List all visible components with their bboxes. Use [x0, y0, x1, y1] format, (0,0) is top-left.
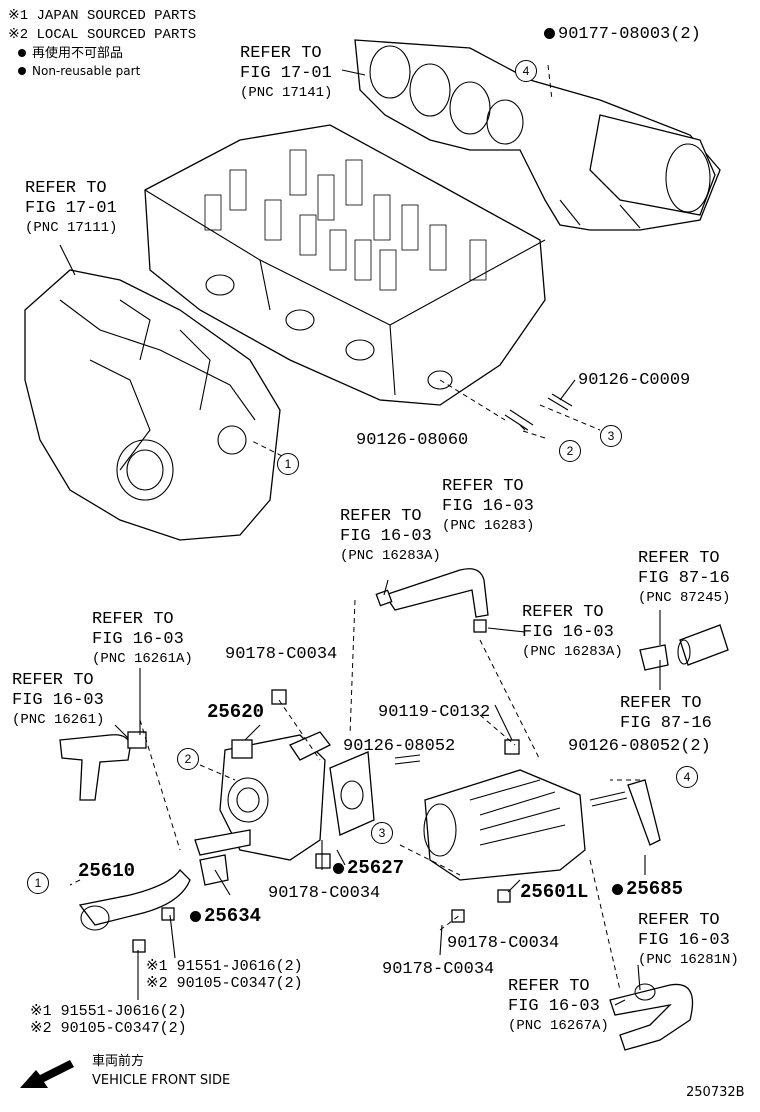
figure-id: 250732B [686, 1085, 745, 1100]
ref-hose-16261-l2[interactable]: FIG 16-03 [12, 691, 104, 710]
part-90105-c0347-lower[interactable]: ※2 90105-C0347(2) [30, 1020, 187, 1037]
part-91551-j0616-lower[interactable]: ※1 91551-J0616(2) [30, 1003, 187, 1020]
ref-hose-16261-l1[interactable]: REFER TO [12, 671, 94, 690]
part-90178-c0034-mid[interactable]: 90178-C0034 [268, 884, 381, 903]
ref-clamp-16283a-2-l3[interactable]: (PNC 16283A) [522, 644, 623, 660]
ref-clamp-16283a-l3[interactable]: (PNC 16283A) [340, 548, 441, 564]
cylinder-head-illustration [144, 124, 546, 406]
legend-nonreusable-en-text: Non-reusable part [32, 64, 141, 78]
ref-clamp-16267a-l2[interactable]: FIG 16-03 [508, 997, 600, 1016]
ref-clamp-16283a-l1[interactable]: REFER TO [340, 507, 422, 526]
stud-bolts-illustration [504, 393, 573, 431]
legend-local-sourced: ※2 LOCAL SOURCED PARTS [8, 27, 197, 43]
ref-clamp-16283a-2-l1[interactable]: REFER TO [522, 603, 604, 622]
part-25601l[interactable]: 25601L [520, 881, 589, 903]
egr-valve-illustration [194, 689, 331, 869]
ref-clamp-16283a-2-l2[interactable]: FIG 16-03 [522, 623, 614, 642]
ref-clamp-87-16-l2[interactable]: FIG 87-16 [620, 714, 712, 733]
ref-clamp-16283a-l2[interactable]: FIG 16-03 [340, 527, 432, 546]
exhaust-manifold-illustration [354, 39, 721, 231]
nonreusable-marker-icon [18, 49, 26, 57]
part-90178-c0034-top[interactable]: 90178-C0034 [225, 645, 338, 664]
hoses-illustration [59, 568, 729, 1051]
vehicle-front-label-en: VEHICLE FRONT SIDE [92, 1073, 231, 1088]
legend-nonreusable-en: Non-reusable part [18, 65, 140, 77]
part-25634-label: 25634 [204, 905, 262, 927]
part-90178-c0034-bottom[interactable]: 90178-C0034 [382, 960, 495, 979]
part-90177-08003-label: 90177-08003(2) [558, 25, 701, 44]
ref-hose-87245-l3[interactable]: (PNC 87245) [638, 590, 731, 606]
part-90126-08052-2[interactable]: 90126-08052(2) [568, 737, 711, 756]
callout-3-upper: 3 [600, 425, 622, 447]
ref-clamp-87-16-l1[interactable]: REFER TO [620, 694, 702, 713]
ref-clamp-16261a-l2[interactable]: FIG 16-03 [92, 630, 184, 649]
ref-exhaust-manifold-l3[interactable]: (PNC 17141) [240, 85, 333, 101]
callout-2-upper: 2 [559, 440, 581, 462]
part-90177-08003[interactable]: 90177-08003(2) [544, 26, 701, 43]
part-91551-j0616-upper[interactable]: ※1 91551-J0616(2) [146, 958, 303, 975]
part-90178-c0034-right[interactable]: 90178-C0034 [447, 934, 560, 953]
callout-2-lower: 2 [177, 748, 199, 770]
legend-nonreusable-jp: 再使用不可部品 [18, 47, 123, 60]
ref-exhaust-manifold-l1[interactable]: REFER TO [240, 44, 322, 63]
part-25610[interactable]: 25610 [78, 860, 136, 882]
ref-intake-manifold-l3[interactable]: (PNC 17111) [25, 220, 118, 236]
part-90126-08052[interactable]: 90126-08052 [343, 737, 456, 756]
part-25685[interactable]: 25685 [612, 880, 683, 899]
ref-clamp-16267a-l1[interactable]: REFER TO [508, 977, 590, 996]
nonreusable-marker-icon [612, 884, 623, 895]
nonreusable-marker-icon [190, 911, 201, 922]
callout-4-upper: 4 [515, 60, 537, 82]
ref-hose-87245-l1[interactable]: REFER TO [638, 549, 720, 568]
part-90126-08060[interactable]: 90126-08060 [356, 431, 469, 450]
ref-hose-16283-l1[interactable]: REFER TO [442, 477, 524, 496]
ref-exhaust-manifold-l2[interactable]: FIG 17-01 [240, 64, 332, 83]
part-25634[interactable]: 25634 [190, 907, 261, 926]
ref-hose-16281n-l3[interactable]: (PNC 16281N) [638, 952, 739, 968]
ref-clamp-16261a-l3[interactable]: (PNC 16261A) [92, 651, 193, 667]
leader-lines [69, 64, 640, 991]
part-25627[interactable]: 25627 [333, 859, 404, 878]
part-90126-c0009[interactable]: 90126-C0009 [578, 371, 691, 390]
legend-japan-sourced: ※1 JAPAN SOURCED PARTS [8, 8, 197, 24]
part-25620[interactable]: 25620 [207, 701, 265, 723]
ref-intake-manifold-l1[interactable]: REFER TO [25, 179, 107, 198]
ref-hose-16283-l2[interactable]: FIG 16-03 [442, 497, 534, 516]
part-25685-label: 25685 [626, 878, 684, 900]
ref-clamp-16261a-l1[interactable]: REFER TO [92, 610, 174, 629]
vehicle-front-label-jp: 車両前方 [92, 1054, 145, 1069]
nonreusable-marker-icon [18, 67, 26, 75]
ref-hose-87245-l2[interactable]: FIG 87-16 [638, 569, 730, 588]
ref-hose-16281n-l1[interactable]: REFER TO [638, 911, 720, 930]
ref-hose-16283-l3[interactable]: (PNC 16283) [442, 518, 535, 534]
egr-pipe-illustration [78, 854, 229, 953]
label-leaders [59, 69, 661, 1006]
part-90119-c0132[interactable]: 90119-C0132 [378, 703, 491, 722]
nonreusable-marker-icon [333, 863, 344, 874]
vehicle-front-arrow-icon [20, 1060, 74, 1088]
bracket-illustration [394, 754, 661, 846]
ref-clamp-16267a-l3[interactable]: (PNC 16267A) [508, 1018, 609, 1034]
nonreusable-marker-icon [544, 28, 555, 39]
ref-hose-16261-l3[interactable]: (PNC 16261) [12, 712, 105, 728]
ref-hose-16281n-l2[interactable]: FIG 16-03 [638, 931, 730, 950]
callout-4-lower: 4 [676, 766, 698, 788]
ref-intake-manifold-l2[interactable]: FIG 17-01 [25, 199, 117, 218]
intake-manifold-illustration [24, 269, 281, 541]
part-25627-label: 25627 [347, 857, 405, 879]
legend-nonreusable-jp-text: 再使用不可部品 [32, 46, 124, 61]
gasket-illustration [329, 751, 375, 836]
part-90105-c0347-upper[interactable]: ※2 90105-C0347(2) [146, 975, 303, 992]
callout-1-lower: 1 [27, 872, 49, 894]
callout-1-upper: 1 [277, 453, 299, 475]
egr-cooler-illustration [423, 739, 586, 923]
callout-3-lower: 3 [371, 822, 393, 844]
